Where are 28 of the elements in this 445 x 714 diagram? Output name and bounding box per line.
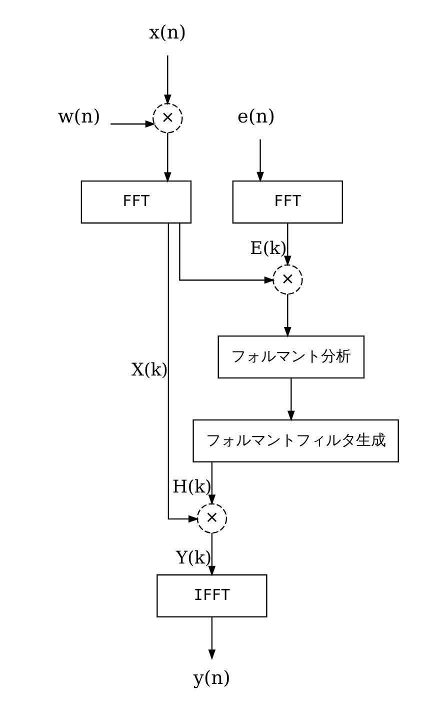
node-box: FFT: [232, 180, 342, 224]
arrow: [208, 462, 216, 506]
edge-label: H(k): [172, 478, 212, 498]
arrow: [163, 55, 171, 106]
node-box: IFFT: [156, 574, 267, 618]
arrow: [163, 132, 171, 183]
edge-label: E(k): [249, 238, 286, 259]
node-text: y(n): [192, 668, 230, 690]
arrow: [283, 223, 291, 266]
arrow: [110, 120, 156, 128]
node-box: フォルマントフィルタ生成: [192, 419, 398, 462]
node-text: x(n): [148, 22, 186, 44]
node-circle: ×: [152, 103, 182, 134]
node-text: w(n): [57, 106, 100, 128]
node-circle: ×: [196, 503, 227, 534]
arrow: [208, 617, 216, 660]
arrow: [286, 378, 294, 422]
edge-label: X(k): [130, 360, 168, 381]
arrow: [167, 223, 198, 523]
node-text: e(n): [236, 106, 274, 128]
node-box: FFT: [80, 180, 192, 224]
node-circle: ×: [272, 264, 302, 295]
arrow: [283, 294, 291, 338]
arrow: [256, 139, 264, 182]
node-box: フォルマント分析: [217, 335, 364, 379]
edge-label: Y(k): [176, 548, 212, 569]
arrow: [208, 532, 216, 576]
arrow: [178, 223, 274, 284]
